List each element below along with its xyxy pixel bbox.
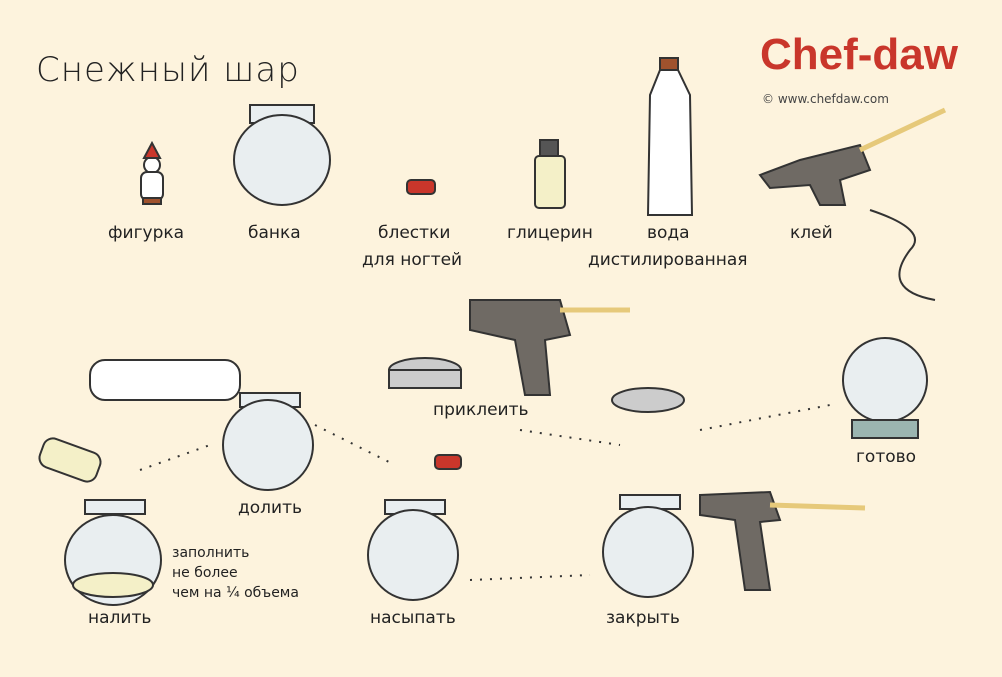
step-done: готово [856,447,917,467]
snow-globe-icon [842,337,928,439]
label-water: вода [647,223,690,243]
chefdaw-logo: Chef-daw [760,30,958,79]
label-glue: клей [790,223,833,243]
label-water-2: дистилированная [588,250,748,270]
jar-icon [233,104,331,206]
label-glitter: блестки [378,223,451,243]
label-figurine: фигурка [108,223,185,243]
page-title: Снежный шар [36,50,300,90]
step-add-glitter: насыпать [370,608,456,628]
glycerin-bottle-icon [534,139,566,209]
water-bottle-icon [646,57,694,216]
label-glycerin: глицерин [507,223,593,243]
close-jar-icon [602,387,866,598]
step-glue: приклеить [433,400,529,420]
step-close: закрыть [606,608,680,628]
label-jar: банка [248,223,301,243]
step-top-up: долить [238,498,302,518]
glue-lid-icon [388,299,630,396]
figurine-icon [140,140,164,205]
glitter-icon [406,179,436,195]
pour-jar-icon [38,437,162,606]
top-up-jar-icon [89,359,314,491]
copyright: © www.chefdaw.com [762,92,889,106]
glitter-jar-icon [367,454,462,601]
step-pour: налить [88,608,152,628]
glue-gun-icon [758,107,947,301]
label-glitter-2: для ногтей [362,250,463,270]
